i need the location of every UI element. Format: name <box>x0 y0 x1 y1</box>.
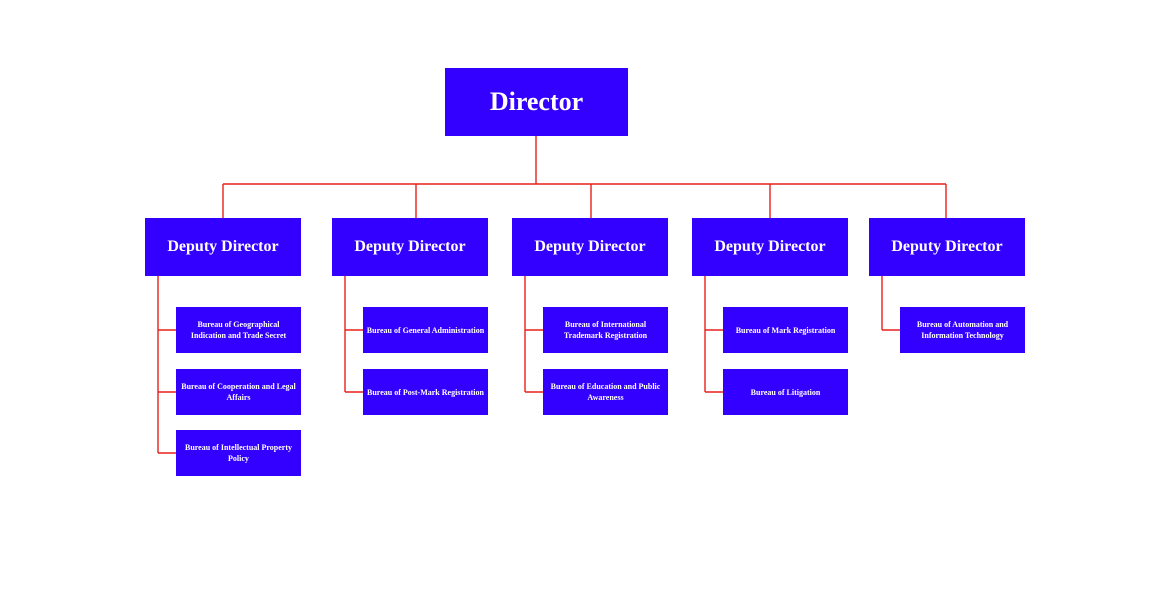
deputy-director-box: Deputy Director <box>145 218 301 276</box>
deputy-director-label: Deputy Director <box>354 238 466 255</box>
bureau-label: Bureau of Litigation <box>750 387 821 397</box>
bureau-box: Bureau of Litigation <box>723 369 848 415</box>
bureau-label: Bureau of Automation and Information Tec… <box>916 320 1009 340</box>
deputy-director-box: Deputy Director <box>869 218 1025 276</box>
bureau-label: Bureau of Education and Public Awareness <box>550 382 661 402</box>
bureau-box: Bureau of Cooperation and Legal Affairs <box>176 369 301 415</box>
deputy-director-label: Deputy Director <box>891 238 1003 255</box>
bureau-box: Bureau of Intellectual Property Policy <box>176 430 301 476</box>
deputy-director-box: Deputy Director <box>332 218 488 276</box>
deputy-director-label: Deputy Director <box>167 238 279 255</box>
bureau-box: Bureau of General Administration <box>363 307 488 353</box>
bureau-label: Bureau of Cooperation and Legal Affairs <box>181 382 296 402</box>
bureau-label: Bureau of Geographical Indication and Tr… <box>190 320 287 340</box>
bureau-label: Bureau of International Trademark Regist… <box>563 320 648 340</box>
bureau-box: Bureau of International Trademark Regist… <box>543 307 668 353</box>
bureau-box: Bureau of Automation and Information Tec… <box>900 307 1025 353</box>
bureau-label: Bureau of Mark Registration <box>735 325 836 335</box>
bureau-box: Bureau of Geographical Indication and Tr… <box>176 307 301 353</box>
bureau-label: Bureau of General Administration <box>366 325 485 335</box>
bureau-box: Bureau of Mark Registration <box>723 307 848 353</box>
director-label: Director <box>489 87 584 116</box>
deputy-director-label: Deputy Director <box>714 238 826 255</box>
deputy-director-box: Deputy Director <box>692 218 848 276</box>
bureau-label: Bureau of Intellectual Property Policy <box>184 443 293 463</box>
director-box: Director <box>445 68 628 136</box>
bureau-box: Bureau of Post-Mark Registration <box>363 369 488 415</box>
bureau-box: Bureau of Education and Public Awareness <box>543 369 668 415</box>
bureau-label: Bureau of Post-Mark Registration <box>367 387 484 397</box>
deputy-director-label: Deputy Director <box>534 238 646 255</box>
deputy-director-box: Deputy Director <box>512 218 668 276</box>
